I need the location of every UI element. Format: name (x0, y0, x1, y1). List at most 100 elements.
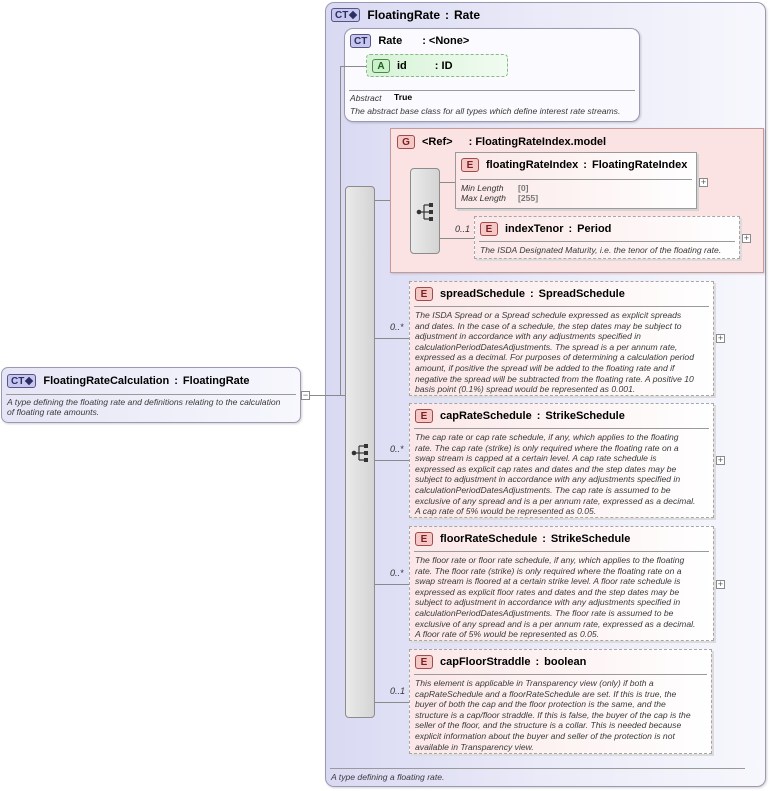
doc-line: swap stream is capped at a certain level… (415, 453, 657, 464)
floating-rate-index-type: FloatingRateIndex (591, 159, 688, 171)
rate-type: <None> (428, 35, 470, 47)
doc-line: This element is applicable in Transparen… (415, 678, 654, 688)
index-tenor-element[interactable]: E indexTenor : Period The ISDA Designate… (474, 216, 740, 259)
index-tenor-name: indexTenor (505, 223, 564, 235)
sequence-icon (351, 444, 368, 462)
doc-line: subject to adjustment in accordance with… (415, 474, 681, 485)
doc-line: The ISDA Spread or a Spread schedule exp… (415, 310, 682, 320)
expand-icon[interactable]: + (716, 579, 725, 589)
abstract-value: True (394, 92, 413, 102)
min-length-value: [0] (518, 183, 529, 193)
max-length-label: Max Length (461, 193, 506, 203)
attribute-type: ID (441, 60, 453, 72)
doc-line: rate. The floor rate (strike) is only re… (415, 565, 682, 576)
doc-line: amount, if positive the spread will be a… (415, 362, 675, 373)
attribute-icon: A (372, 59, 390, 73)
index-tenor-type: Period (577, 223, 612, 235)
element-icon: E (415, 287, 433, 301)
cap-floor-straddle-name: capFloorStraddle (440, 656, 531, 668)
doc-line: exclusive of any spread and is a per ann… (415, 618, 696, 629)
doc-line: calculationPeriodDatesAdjustments. The s… (415, 341, 678, 352)
floor-rate-schedule-name: floorRateSchedule (440, 533, 538, 545)
doc-line: expressed as explicit floor rates and da… (415, 586, 680, 597)
doc-line: The floor rate or floor rate schedule, i… (415, 555, 685, 565)
rate-title: CT Rate : <None> (350, 34, 469, 48)
doc-line: seller of the floor, and the structure i… (415, 720, 682, 731)
max-length-value: [255] (518, 193, 539, 203)
occurrence-label: 0..* (390, 444, 404, 454)
doc-line: expressed as explicit cap rates and date… (415, 463, 677, 474)
cap-rate-schedule-name: capRateSchedule (440, 410, 532, 422)
element-icon: E (415, 532, 433, 546)
occurrence-label: 0..* (390, 322, 404, 332)
attribute-id-box[interactable]: A id : ID (366, 54, 508, 77)
floating-rate-calculation-doc-2: of floating rate amounts. (7, 407, 100, 417)
floor-rate-schedule-type: StrikeSchedule (550, 533, 631, 545)
doc-line: swap stream is floored at a certain stri… (415, 576, 681, 587)
spread-schedule-element[interactable]: E spreadSchedule : SpreadSchedule The IS… (409, 281, 714, 396)
cap-floor-straddle-type: boolean (544, 656, 587, 668)
floating-rate-index-name: floatingRateIndex (486, 159, 579, 171)
group-ref-label: <Ref> (422, 136, 453, 148)
cap-floor-straddle-element[interactable]: E capFloorStraddle : boolean This elemen… (409, 649, 712, 754)
rate-doc: The abstract base class for all types wh… (350, 106, 621, 116)
floor-rate-schedule-element[interactable]: E floorRateSchedule : StrikeSchedule The… (409, 526, 714, 641)
doc-line: negative the spread will be subtracted f… (415, 373, 694, 384)
doc-line: The cap rate or cap rate schedule, if an… (415, 432, 679, 442)
doc-line: capRateSchedule and a floorRateSchedule … (415, 688, 677, 699)
expand-icon[interactable]: + (742, 233, 751, 243)
group-sequence-compositor[interactable] (410, 168, 440, 254)
occurrence-label: 0..1 (390, 686, 406, 696)
doc-line: calculationPeriodDatesAdjustments. The f… (415, 607, 674, 618)
occurrence-label: 0..1 (455, 224, 471, 234)
doc-line: expressed as a decimal. For purposes of … (415, 352, 694, 363)
sequence-icon (416, 203, 433, 221)
group-icon: G (397, 135, 415, 149)
doc-line: A floor rate of 5% would be represented … (415, 629, 600, 640)
index-tenor-doc: The ISDA Designated Maturity, i.e. the t… (480, 245, 722, 255)
floating-rate-title: CT FloatingRate : Rate (331, 8, 480, 22)
cap-rate-schedule-element[interactable]: E capRateSchedule : StrikeSchedule The c… (409, 403, 714, 518)
complex-type-icon: CT (331, 8, 361, 22)
floating-rate-calculation-type: FloatingRate (182, 375, 250, 387)
doc-line: available in Transparency view. (415, 741, 534, 752)
element-icon: E (480, 222, 498, 236)
occurrence-label: 0..* (390, 568, 404, 578)
floating-rate-index-element[interactable]: E floatingRateIndex : FloatingRateIndex … (455, 152, 697, 209)
group-type: FloatingRateIndex.model (475, 136, 607, 148)
element-icon: E (415, 409, 433, 423)
doc-line: rate. The cap rate (strike) is only requ… (415, 442, 679, 453)
doc-line: basis point (0.1%) spread would be repre… (415, 384, 636, 395)
complex-type-icon: CT (7, 374, 37, 388)
element-icon: E (461, 158, 479, 172)
cap-rate-schedule-type: StrikeSchedule (545, 410, 625, 422)
doc-line: structure is a cap/floor straddle. If th… (415, 709, 691, 720)
floating-rate-calculation-box[interactable]: CT FloatingRateCalculation : FloatingRat… (1, 367, 301, 423)
doc-line: explicit information about the buyer and… (415, 730, 675, 741)
abstract-label: Abstract (350, 93, 382, 103)
doc-line: exclusive of any spread and is a per ann… (415, 495, 696, 506)
collapse-icon[interactable]: − (301, 390, 310, 400)
spread-schedule-type: SpreadSchedule (538, 288, 625, 300)
floating-rate-doc: A type defining a floating rate. (331, 772, 445, 782)
floating-rate-type: Rate (454, 8, 481, 22)
floating-rate-name: FloatingRate (367, 8, 441, 22)
min-length-label: Min Length (461, 183, 504, 193)
doc-line: buyer of both the cap and the floor prot… (415, 699, 666, 710)
main-sequence-compositor[interactable] (345, 186, 375, 718)
element-icon: E (415, 655, 433, 669)
rate-name: Rate (378, 35, 403, 47)
attribute-name: id (397, 60, 407, 72)
doc-line: adjustment in accordance with any adjust… (415, 331, 641, 342)
expand-icon[interactable]: + (716, 455, 725, 465)
doc-line: A cap rate of 5% would be represented as… (415, 506, 597, 517)
floating-rate-calculation-doc-1: A type defining the floating rate and de… (7, 397, 281, 407)
doc-line: subject to adjustment in accordance with… (415, 597, 681, 608)
complex-type-icon: CT (350, 34, 372, 48)
doc-line: calculationPeriodDatesAdjustments. The c… (415, 484, 671, 495)
spread-schedule-name: spreadSchedule (440, 288, 525, 300)
expand-icon[interactable]: + (699, 177, 708, 187)
doc-line: and dates. In the case of a schedule, th… (415, 320, 682, 331)
floating-rate-calculation-name: FloatingRateCalculation (43, 375, 170, 387)
expand-icon[interactable]: + (716, 333, 725, 343)
